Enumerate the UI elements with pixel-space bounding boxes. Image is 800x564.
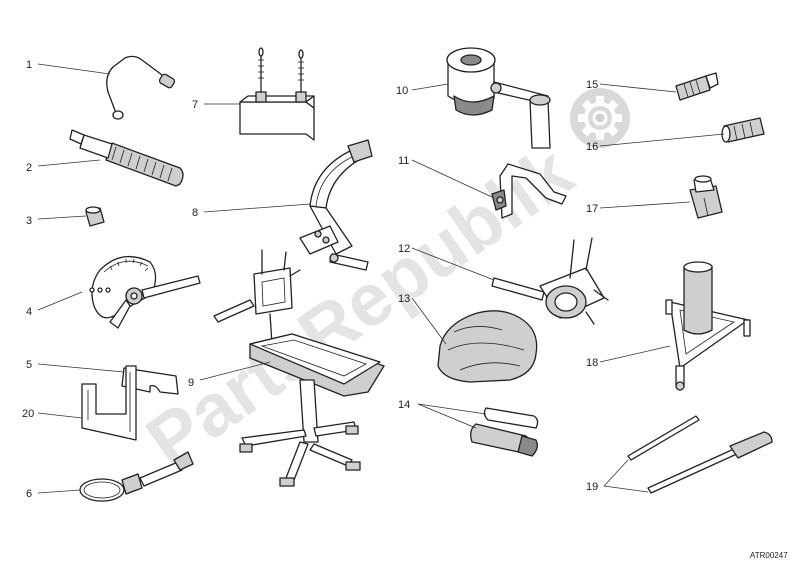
gear-icon [570, 88, 630, 148]
callout-5: 5 [26, 359, 32, 371]
callout-1: 1 [26, 59, 32, 71]
leader-lines [37, 63, 725, 494]
callout-13: 13 [398, 293, 410, 305]
callout-11: 11 [398, 155, 409, 167]
callout-2: 2 [26, 162, 32, 174]
callout-3: 3 [26, 215, 32, 227]
part-14-pin-tools [470, 407, 539, 457]
callout-17: 17 [586, 203, 598, 215]
callout-6: 6 [26, 488, 32, 500]
part-18-tripod [665, 261, 751, 391]
part-20-bracket [81, 365, 137, 441]
part-19-rods [627, 415, 773, 494]
part-2-handle-driver [69, 129, 184, 187]
callout-20: 20 [22, 408, 34, 420]
callout-4: 4 [26, 306, 32, 318]
part-8-curved-arm [299, 139, 373, 271]
part-3-bushing [85, 206, 105, 227]
part-11-bracket [491, 163, 567, 219]
callout-15: 15 [586, 79, 598, 91]
callout-19: 19 [586, 481, 598, 493]
part-9-stand [213, 249, 385, 487]
callout-12: 12 [398, 243, 410, 255]
part-15-grip [675, 72, 719, 101]
callout-16: 16 [586, 141, 598, 153]
part-7-pin-plate [239, 47, 315, 141]
callout-14: 14 [398, 399, 410, 411]
part-1-hook-tool [106, 55, 176, 120]
watermark-text: PartsRepublik [132, 129, 588, 483]
callout-18: 18 [586, 357, 598, 369]
callout-9: 9 [188, 377, 194, 389]
drawing-code: ATR00247 [750, 551, 788, 560]
callout-10: 10 [396, 85, 408, 97]
part-4-degree-wheel [89, 255, 201, 329]
part-13-cover-bag [437, 310, 538, 383]
part-12-lock-plate [491, 237, 609, 325]
part-16-grip [721, 117, 765, 143]
part-10-puller [446, 47, 551, 149]
part-17-cup-fitting [689, 175, 723, 219]
callout-8: 8 [192, 207, 198, 219]
callout-7: 7 [192, 99, 198, 111]
callout-labels: 1 2 3 4 5 6 7 8 9 10 11 12 13 14 15 16 1… [22, 59, 598, 500]
